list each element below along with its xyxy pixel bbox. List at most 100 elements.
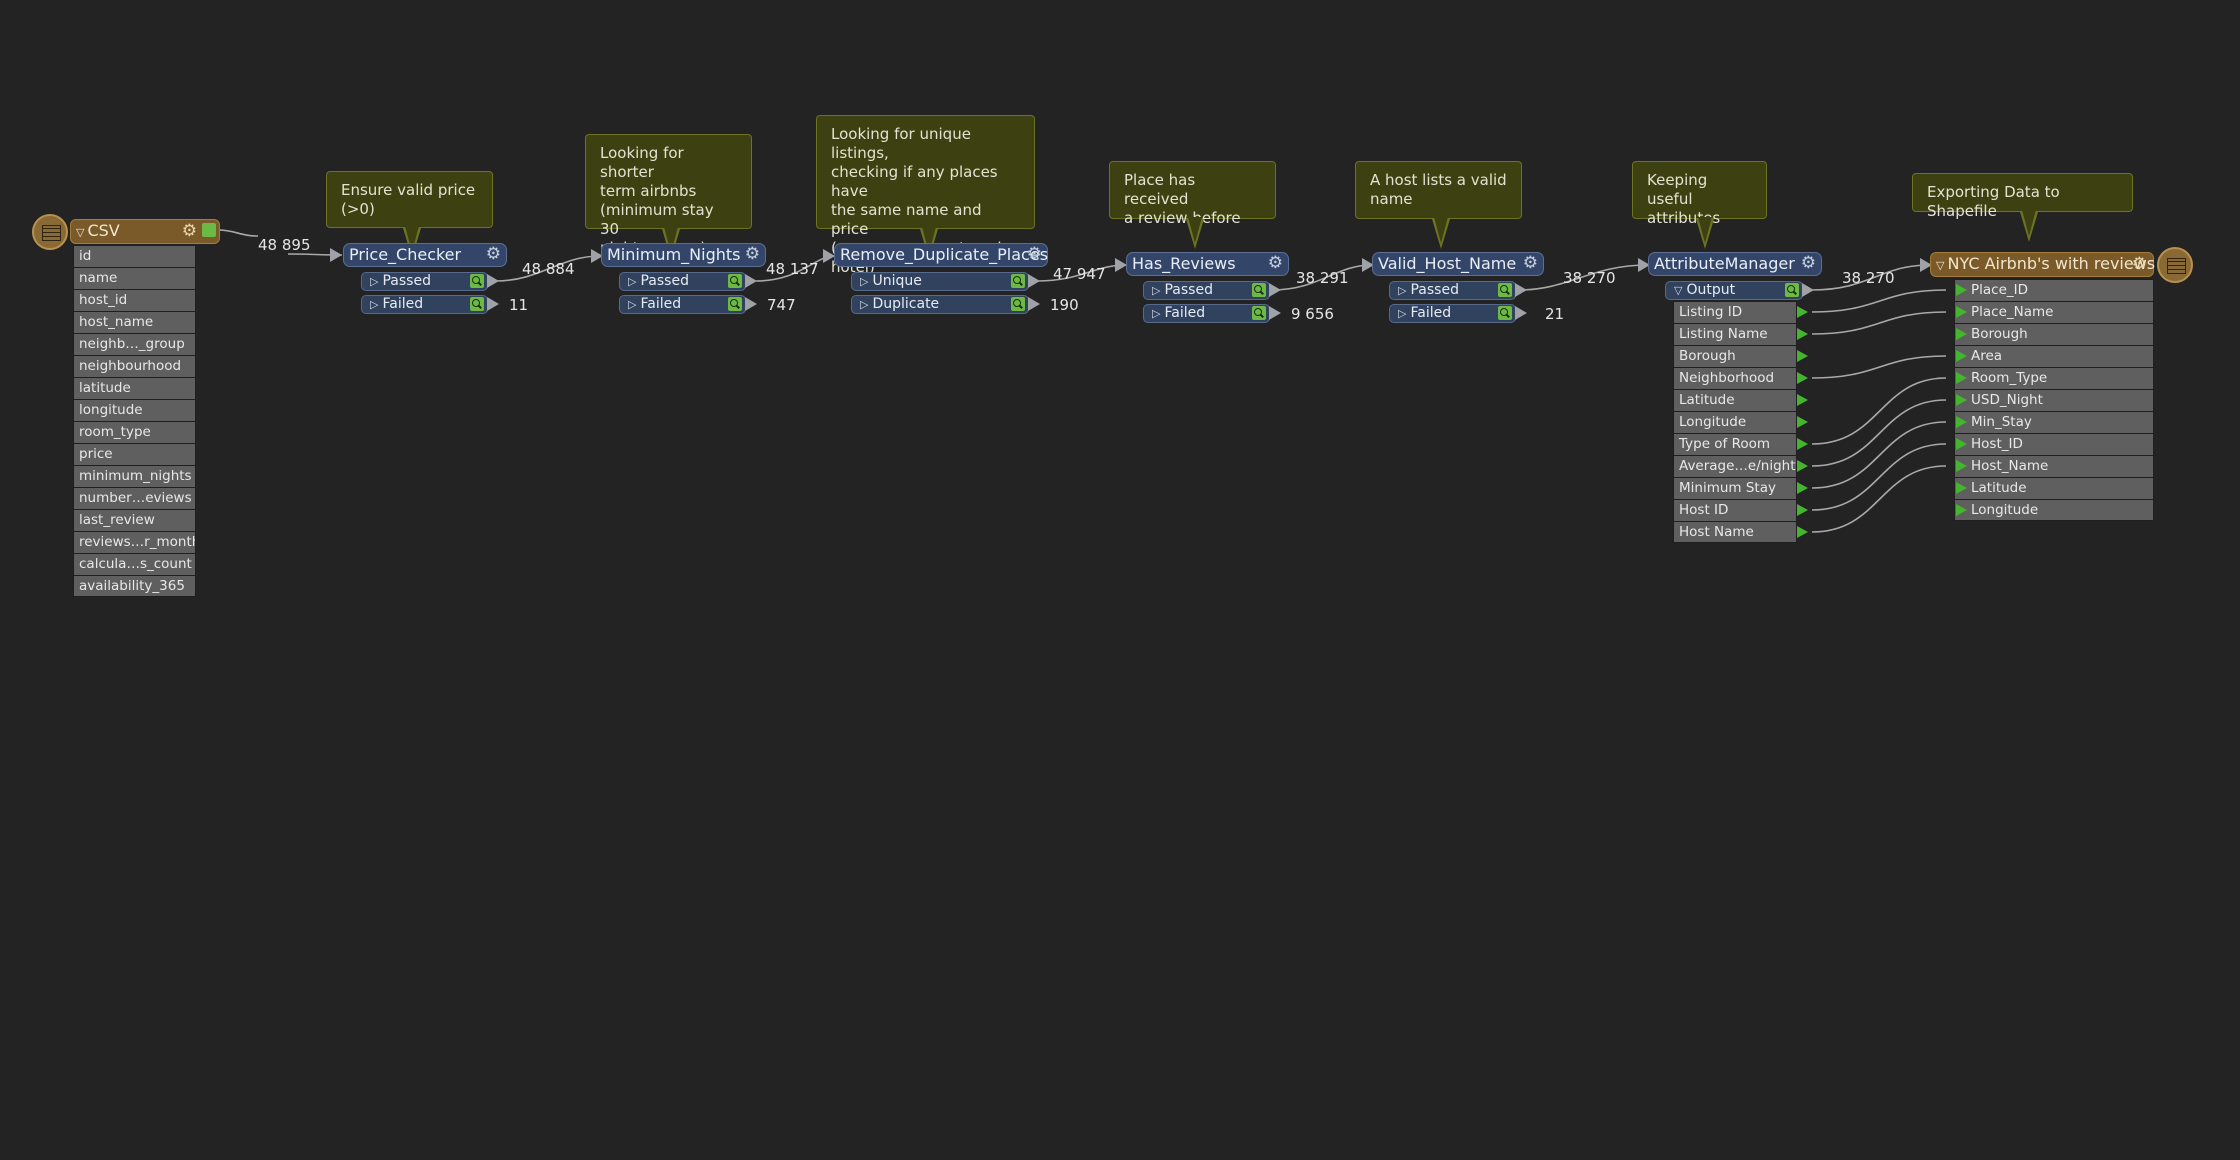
attr-output-arrow-icon[interactable] [1797, 350, 1808, 362]
expand-triangle-icon[interactable]: ▷ [628, 275, 637, 288]
gear-icon[interactable]: ⚙ [744, 244, 760, 264]
attr-input-arrow-icon[interactable] [1956, 438, 1967, 450]
attr-row: Average…e/night [1673, 455, 1797, 477]
attr-input-arrow-icon[interactable] [1956, 394, 1967, 406]
transformer-attribute-manager[interactable]: AttributeManager ⚙ [1648, 252, 1822, 276]
port-failed[interactable]: ▷Failed [1143, 304, 1270, 323]
attr-label: Longitude [1971, 502, 2039, 518]
inspect-icon[interactable] [728, 297, 742, 311]
attr-output-arrow-icon[interactable] [1797, 504, 1808, 516]
port-passed[interactable]: ▷Passed [361, 272, 488, 291]
expand-triangle-icon[interactable]: ▷ [628, 298, 637, 311]
annotation-remove-duplicates[interactable]: Looking for unique listings, checking if… [816, 115, 1035, 276]
collapse-triangle-icon[interactable]: ▽ [1936, 259, 1945, 272]
port-label: Failed [1410, 305, 1452, 321]
transformer-has-reviews[interactable]: Has_Reviews ⚙ [1126, 252, 1289, 276]
csv-reader-icon[interactable] [32, 214, 68, 250]
port-duplicate[interactable]: ▷Duplicate [851, 295, 1029, 314]
collapse-triangle-icon[interactable]: ▽ [1674, 284, 1683, 297]
expand-triangle-icon[interactable]: ▷ [860, 275, 869, 288]
attr-output-arrow-icon[interactable] [1797, 438, 1808, 450]
output-arrow-icon [1028, 274, 1040, 288]
annotation-has-reviews[interactable]: Place has received a review before [1109, 161, 1276, 227]
annotation-valid-host-name[interactable]: A host lists a valid name [1355, 161, 1522, 219]
port-failed[interactable]: ▷Failed [1389, 304, 1516, 323]
expand-triangle-icon[interactable]: ▷ [370, 275, 379, 288]
attr-output-arrow-icon[interactable] [1797, 306, 1808, 318]
gear-icon[interactable]: ⚙ [1800, 253, 1816, 273]
attr-output-arrow-icon[interactable] [1797, 372, 1808, 384]
attr-output-arrow-icon[interactable] [1797, 482, 1808, 494]
writer-icon[interactable] [2157, 247, 2193, 283]
port-failed[interactable]: ▷Failed [361, 295, 488, 314]
inspect-icon[interactable] [470, 297, 484, 311]
transformer-price-checker[interactable]: Price_Checker ⚙ [343, 243, 507, 267]
expand-triangle-icon[interactable]: ▷ [1398, 284, 1407, 297]
inspect-icon[interactable] [202, 223, 216, 237]
attr-row: longitude [73, 399, 196, 421]
collapse-triangle-icon[interactable]: ▽ [76, 226, 85, 239]
transformer-remove-duplicate-places[interactable]: Remove_Duplicate_Places ⚙ [834, 243, 1048, 267]
attr-input-arrow-icon[interactable] [1956, 350, 1967, 362]
transformer-minimum-nights[interactable]: Minimum_Nights ⚙ [601, 243, 766, 267]
port-label: Passed [1410, 282, 1459, 298]
port-passed[interactable]: ▷Passed [1389, 281, 1516, 300]
attr-label: Room_Type [1971, 370, 2048, 386]
transformer-valid-host-name[interactable]: Valid_Host_Name ⚙ [1372, 252, 1544, 276]
map-wire-1 [1811, 289, 1947, 313]
attr-input-arrow-icon[interactable] [1956, 416, 1967, 428]
annotation-minimum-nights[interactable]: Looking for shorter term airbnbs (minimu… [585, 134, 752, 257]
inspect-icon[interactable] [1252, 306, 1266, 320]
inspect-icon[interactable] [1498, 283, 1512, 297]
attr-input-arrow-icon[interactable] [1956, 284, 1967, 296]
expand-triangle-icon[interactable]: ▷ [1152, 307, 1161, 320]
gear-icon[interactable]: ⚙ [181, 221, 197, 241]
attr-input-arrow-icon[interactable] [1956, 482, 1967, 494]
attr-row: host_name [73, 311, 196, 333]
inspect-icon[interactable] [1252, 283, 1266, 297]
attr-output-arrow-icon[interactable] [1797, 526, 1808, 538]
port-label: Failed [640, 296, 682, 312]
port-failed[interactable]: ▷Failed [619, 295, 746, 314]
attr-output-arrow-icon[interactable] [1797, 328, 1808, 340]
gear-icon[interactable]: ⚙ [485, 244, 501, 264]
inspect-icon[interactable] [1498, 306, 1512, 320]
expand-triangle-icon[interactable]: ▷ [860, 298, 869, 311]
attr-input-arrow-icon[interactable] [1956, 372, 1967, 384]
expand-triangle-icon[interactable]: ▷ [1152, 284, 1161, 297]
attr-output-arrow-icon[interactable] [1797, 460, 1808, 472]
annotation-price-checker[interactable]: Ensure valid price (>0) [326, 171, 493, 228]
inspect-icon[interactable] [728, 274, 742, 288]
attr-input-arrow-icon[interactable] [1956, 504, 1967, 516]
csv-reader-node[interactable]: ▽CSV ⚙ [70, 219, 220, 244]
map-wire-6 [1811, 421, 1947, 489]
expand-triangle-icon[interactable]: ▷ [370, 298, 379, 311]
transformer-name: Has_Reviews [1132, 254, 1236, 273]
inspect-icon[interactable] [1011, 297, 1025, 311]
gear-icon[interactable]: ⚙ [2131, 254, 2147, 274]
attr-label: Listing ID [1679, 304, 1743, 320]
annotation-tail [2020, 210, 2038, 242]
inspect-icon[interactable] [1011, 274, 1025, 288]
attr-row: Longitude [1673, 411, 1797, 433]
attr-output-arrow-icon[interactable] [1797, 394, 1808, 406]
gear-icon[interactable]: ⚙ [1026, 244, 1042, 264]
port-output[interactable]: ▽Output [1665, 281, 1803, 300]
attr-input-arrow-icon[interactable] [1956, 328, 1967, 340]
attr-output-arrow-icon[interactable] [1797, 416, 1808, 428]
annotation-attribute-manager[interactable]: Keeping useful attributes [1632, 161, 1767, 227]
attr-row: Min_Stay [1954, 411, 2154, 433]
gear-icon[interactable]: ⚙ [1267, 253, 1283, 273]
gear-icon[interactable]: ⚙ [1522, 253, 1538, 273]
inspect-icon[interactable] [470, 274, 484, 288]
inspect-icon[interactable] [1785, 283, 1799, 297]
attr-input-arrow-icon[interactable] [1956, 460, 1967, 472]
port-unique[interactable]: ▷Unique [851, 272, 1029, 291]
port-passed[interactable]: ▷Passed [619, 272, 746, 291]
port-passed[interactable]: ▷Passed [1143, 281, 1270, 300]
attr-input-arrow-icon[interactable] [1956, 306, 1967, 318]
expand-triangle-icon[interactable]: ▷ [1398, 307, 1407, 320]
writer-feature-type[interactable]: ▽NYC Airbnb's with reviews ⚙ [1930, 252, 2155, 277]
feature-count: 747 [767, 296, 796, 314]
annotation-writer[interactable]: Exporting Data to Shapefile [1912, 173, 2133, 220]
